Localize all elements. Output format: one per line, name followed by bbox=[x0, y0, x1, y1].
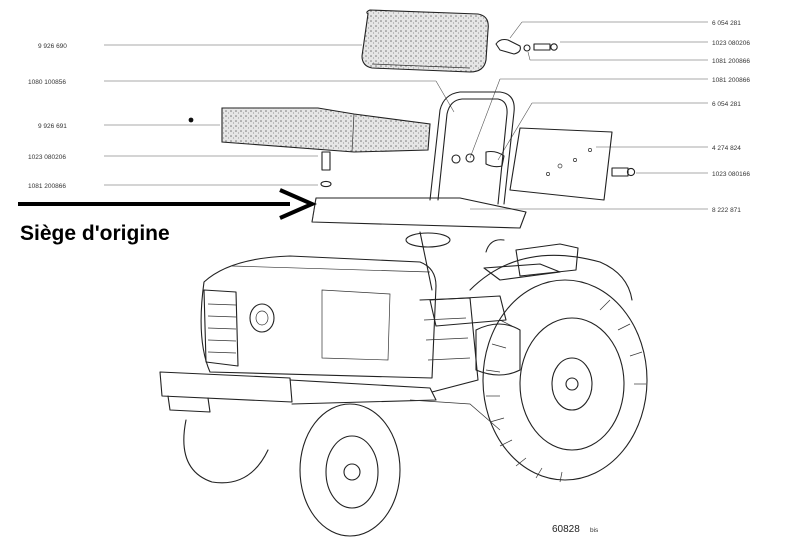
lower-linkage bbox=[409, 399, 501, 431]
seat-pan-edge bbox=[311, 197, 317, 223]
ref-label-washer-mid: 1081 200866 bbox=[712, 77, 750, 84]
bolt-left bbox=[321, 151, 331, 171]
footstep-platform bbox=[429, 295, 507, 327]
installed-seat-frame bbox=[485, 239, 505, 253]
hood-side-panel bbox=[321, 289, 391, 361]
ref-label-backrest-cushion: 9 926 690 bbox=[38, 43, 67, 50]
rear-fender bbox=[469, 254, 633, 301]
ref-label-bolt-top: 1023 080206 bbox=[712, 40, 750, 47]
leader-line bbox=[509, 21, 523, 39]
grille-slats bbox=[207, 303, 237, 354]
back-plate bbox=[509, 127, 613, 201]
installed-seat-pan bbox=[483, 263, 561, 281]
rear-wheel-hub bbox=[551, 357, 593, 411]
backrest-frame-inner bbox=[437, 98, 508, 205]
cushion-fold bbox=[351, 113, 355, 153]
plate-hole bbox=[588, 148, 592, 152]
cushion-seam bbox=[371, 63, 471, 69]
seat-cushion bbox=[221, 107, 431, 153]
front-wheel-hub bbox=[343, 463, 361, 481]
bolt-top bbox=[533, 43, 551, 51]
rear-wheel-cap bbox=[565, 377, 579, 391]
bolt-right bbox=[611, 167, 629, 177]
front-bumper bbox=[159, 371, 293, 403]
washer-frame-left bbox=[451, 154, 461, 164]
nut-top bbox=[550, 43, 558, 51]
ref-label-clamp-top: 6 054 281 bbox=[712, 20, 741, 27]
installed-seat-back bbox=[515, 243, 579, 277]
seat-pan bbox=[311, 197, 527, 229]
leader-line bbox=[435, 80, 455, 113]
rear-axle-housing bbox=[475, 323, 521, 376]
right-reference-labels: 6 054 281 1023 080206 1081 200866 1081 2… bbox=[469, 20, 750, 214]
plate-hole bbox=[573, 158, 577, 162]
ref-label-seat-cushion: 9 926 691 bbox=[38, 123, 67, 130]
ref-label-bolt-right: 1023 080166 bbox=[712, 171, 750, 178]
ref-label-clamp-mid: 6 054 281 bbox=[712, 101, 741, 108]
steering-column bbox=[419, 231, 433, 291]
plate-reference: 60828 bis bbox=[552, 524, 599, 535]
clamp-frame bbox=[485, 150, 505, 168]
chassis-frame bbox=[289, 379, 437, 405]
leader-line bbox=[527, 51, 531, 61]
hood bbox=[200, 255, 437, 379]
headlight bbox=[249, 303, 275, 333]
plate-suffix: bis bbox=[590, 527, 599, 534]
ref-label-back-plate: 4 274 824 bbox=[712, 145, 741, 152]
reference-dot bbox=[188, 117, 194, 123]
headlight-lens bbox=[255, 310, 269, 326]
caption-original-seat: Siège d'origine bbox=[20, 222, 170, 245]
front-wheel-far bbox=[183, 419, 269, 484]
ref-label-bolt-left: 1023 080206 bbox=[28, 154, 66, 161]
origin-seat-callout: Siège d'origine bbox=[18, 188, 317, 245]
grille bbox=[203, 289, 239, 367]
plate-number: 60828 bbox=[552, 524, 580, 535]
plate-hole bbox=[546, 172, 550, 176]
front-wheel-tyre bbox=[299, 403, 401, 537]
front-weight bbox=[167, 395, 211, 413]
rear-wheel-tyre bbox=[482, 279, 648, 481]
bolt-right-head bbox=[626, 167, 636, 177]
engine-detail bbox=[423, 317, 471, 361]
rear-wheel-rim bbox=[519, 317, 625, 451]
pointer-arrow-head bbox=[279, 188, 317, 220]
left-reference-labels: 9 926 690 1080 100856 9 926 691 1023 080… bbox=[28, 43, 455, 190]
backrest-cushion bbox=[361, 9, 489, 73]
leader-line bbox=[469, 78, 501, 159]
front-wheel-rim bbox=[325, 435, 379, 509]
rear-tyre-treads bbox=[485, 299, 646, 483]
tractor-illustration bbox=[159, 231, 648, 537]
washer-frame-mid bbox=[465, 153, 475, 163]
seat-assembly-exploded bbox=[188, 9, 636, 229]
ref-label-washer-top: 1081 200866 bbox=[712, 58, 750, 65]
clamp-top bbox=[495, 38, 521, 55]
ref-label-backrest-frame: 1080 100856 bbox=[28, 79, 66, 86]
washer-top bbox=[523, 44, 531, 52]
hood-line bbox=[231, 265, 431, 273]
ref-label-washer-left: 1081 200866 bbox=[28, 183, 66, 190]
ref-label-seat-pan: 8 222 871 bbox=[712, 207, 741, 214]
washer-left bbox=[320, 180, 332, 188]
steering-wheel bbox=[405, 232, 451, 248]
plate-hole bbox=[557, 163, 563, 169]
backrest-frame bbox=[429, 91, 515, 205]
